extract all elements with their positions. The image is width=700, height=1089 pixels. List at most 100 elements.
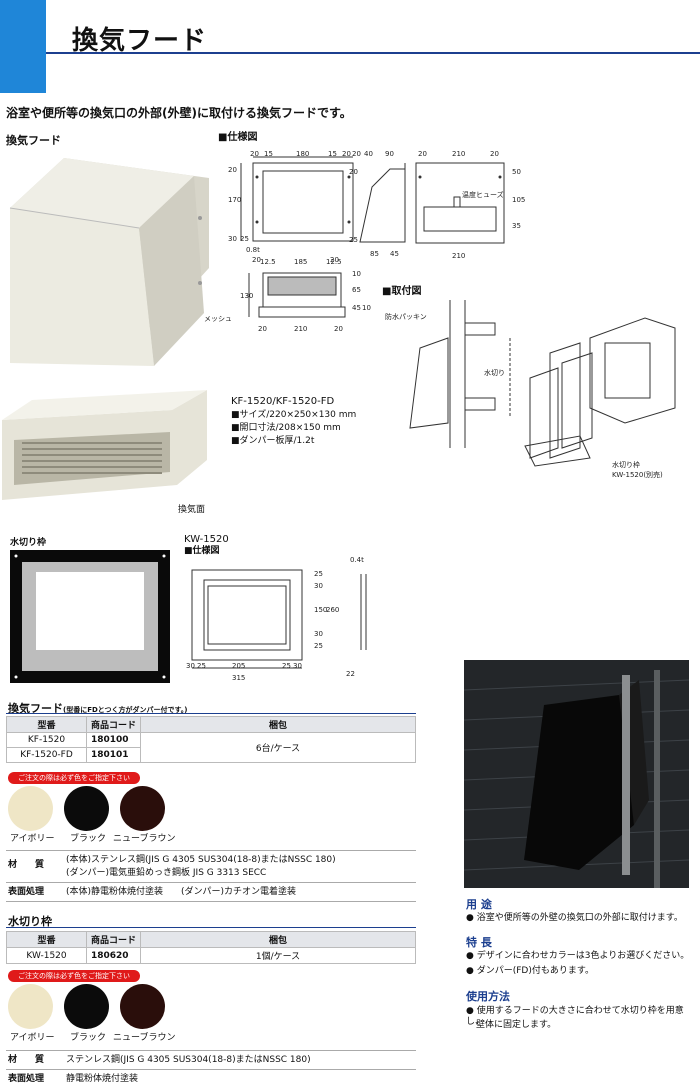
usage-title: 用 途 [466, 898, 492, 911]
dim-bottom-0: 12.5 [260, 258, 276, 266]
frame-dim-8: 25 [197, 662, 206, 670]
frame-heading: 水切り枠 [10, 538, 47, 548]
frame-dim-9: 205 [232, 662, 246, 670]
kf-spec-line-1: ■開口寸法/208×150 mm [231, 423, 341, 433]
table1-row1-model: KF-1520-FD [6, 747, 87, 763]
dim-bottom-4: 10 [352, 270, 361, 278]
dim-back-2: 20 [490, 150, 499, 158]
table1-order-note: ご注文の際は必ず色をご指定下さい [8, 772, 140, 784]
dim-front-8: 25 [240, 235, 249, 243]
table2-row0-packing: 1個/ケース [140, 947, 416, 964]
table1: 型番 商品コード 梱包 KF-1520 180100 6台/ケース KF-152… [6, 716, 416, 763]
table1-swatch-brown [120, 786, 165, 831]
frame-dim-6: 25 [314, 642, 323, 650]
dim-front-3: 15 [328, 150, 337, 158]
method-title: 使用方法 [466, 990, 510, 1003]
frame-dim-0: 0.4t [350, 556, 364, 564]
frame-photo [10, 550, 170, 683]
table2-color-name-0: アイボリー [10, 1033, 55, 1043]
frame-spec-drawing [191, 569, 367, 669]
dim-bottom-7: 10 [362, 304, 371, 312]
dim-front-7: 30 [228, 235, 237, 243]
gasket-label: 防水パッキン [385, 313, 427, 321]
dim-bottom-5: 65 [352, 286, 361, 294]
features-title: 特 長 [466, 936, 492, 949]
dim-bottom-1: 185 [294, 258, 308, 266]
table2-swatch-black [64, 984, 109, 1029]
table1-color-name-0: アイボリー [10, 834, 55, 844]
kf-spec-line-2: ■ダンパー板厚/1.2t [231, 436, 315, 446]
table1-header-code: 商品コード [86, 716, 141, 733]
spec-drawing-bottom [248, 272, 346, 318]
dim-bottom-2: 12.5 [326, 258, 342, 266]
dim-side-5: 85 [370, 250, 379, 258]
table1-material-rule-bottom [6, 901, 416, 902]
table2-header-model: 型番 [6, 931, 87, 948]
frame-label: 水切り枠 [612, 461, 640, 469]
frame-dim-4: 260 [326, 606, 340, 614]
table1-swatch-black [64, 786, 109, 831]
table2-material: ステンレス鋼(JIS G 4305 SUS304(18-8)またはNSSC 18… [66, 1055, 311, 1065]
dim-back-0: 20 [418, 150, 427, 158]
photo-caption: 換気面 [178, 505, 206, 515]
frame-model: KW-1520 [184, 534, 229, 545]
table1-title: 換気フード(型番にFDとつく方がダンパー付です。) [8, 700, 188, 716]
dim-front-10: 20 [330, 256, 339, 264]
dim-bottom-9: 210 [294, 325, 308, 333]
table2-rule [6, 927, 416, 928]
weather-label: 水切り [484, 369, 505, 377]
header-rule [46, 52, 700, 54]
table1-material-line-1: (ダンパー)電気亜鉛めっき鋼板 JIS G 3313 SECC [66, 868, 267, 878]
table2-swatch-ivory [8, 984, 53, 1029]
table2-material-rule-mid [6, 1069, 416, 1070]
kf-spec-line-0: ■サイズ/220×250×130 mm [231, 410, 357, 420]
table2-order-note: ご注文の際は必ず色をご指定下さい [8, 970, 140, 982]
method-line-0-text: 使用するフードの大きさに合わせて水切り枠を用意し、 [466, 1006, 684, 1028]
table2-title: 水切り枠 [8, 915, 52, 928]
table2-material-rule-top [6, 1050, 416, 1051]
table1-material-label: 材 質 [8, 860, 45, 870]
table1-row0-model: KF-1520 [6, 732, 87, 748]
table1-color-name-1: ブラック [70, 834, 107, 844]
table2-finish-label: 表面処理 [8, 1074, 45, 1084]
table2-row0-model: KW-1520 [6, 947, 87, 964]
dim-side-0: 20 [352, 150, 361, 158]
frame-dim-2: 30 [314, 582, 323, 590]
frame-dim-3: 150 [314, 606, 328, 614]
dim-front-6: 170 [228, 196, 242, 204]
table1-title-text: 換気フード [8, 702, 63, 715]
frame-dim-12: 315 [232, 674, 246, 682]
table1-header-model: 型番 [6, 716, 87, 733]
table1-finish-label: 表面処理 [8, 887, 45, 897]
feature-item-1: ● ダンパー(FD)付もあります。 [466, 966, 594, 976]
frame-dim-13: 22 [346, 670, 355, 678]
usage-text-body: 浴室や便所等の外壁の換気口の外部に取付けます。 [476, 913, 683, 923]
table1-color-name-2: ニューブラウン [113, 834, 176, 844]
table2-header-packing: 梱包 [140, 931, 416, 948]
intro-text: 浴室や便所等の換気口の外部(外壁)に取付ける換気フードです。 [6, 106, 352, 120]
feature-item-0-text: デザインに合わせカラーは3色よりお選びください。 [476, 951, 690, 961]
dim-back-1: 210 [452, 150, 466, 158]
hood-photo [9, 158, 209, 366]
table1-rule [6, 713, 416, 714]
dim-front-4: 20 [342, 150, 351, 158]
product-heading: 換気フード [6, 134, 61, 147]
dim-front-9: 20 [252, 256, 261, 264]
mount-title: ■取付図 [382, 286, 422, 297]
dim-side-1: 40 [364, 150, 373, 158]
table1-swatch-ivory [8, 786, 53, 831]
spec-drawing-back [415, 162, 505, 244]
table1-material-rule-mid [6, 882, 416, 883]
fuse-label: 温度ヒューズ [462, 191, 504, 199]
frame-dim-11: 30 [293, 662, 302, 670]
table2-material-label: 材 質 [8, 1055, 45, 1065]
method-line-0: ● 使用するフードの大きさに合わせて水切り枠を用意し、 [466, 1006, 684, 1028]
table2-finish: 静電粉体焼付塗装 [66, 1074, 139, 1084]
feature-item-1-text: ダンパー(FD)付もあります。 [476, 966, 594, 976]
page-title: 換気フード [72, 26, 208, 56]
table1-row0-code: 180100 [86, 732, 141, 748]
spec-drawing-side [359, 163, 406, 243]
table1-note: (型番にFDとつく方がダンパー付です。) [63, 706, 188, 714]
table2: 型番 商品コード 梱包 KW-1520 180620 1個/ケース [6, 931, 416, 964]
kf-model: KF-1520/KF-1520-FD [231, 396, 335, 407]
